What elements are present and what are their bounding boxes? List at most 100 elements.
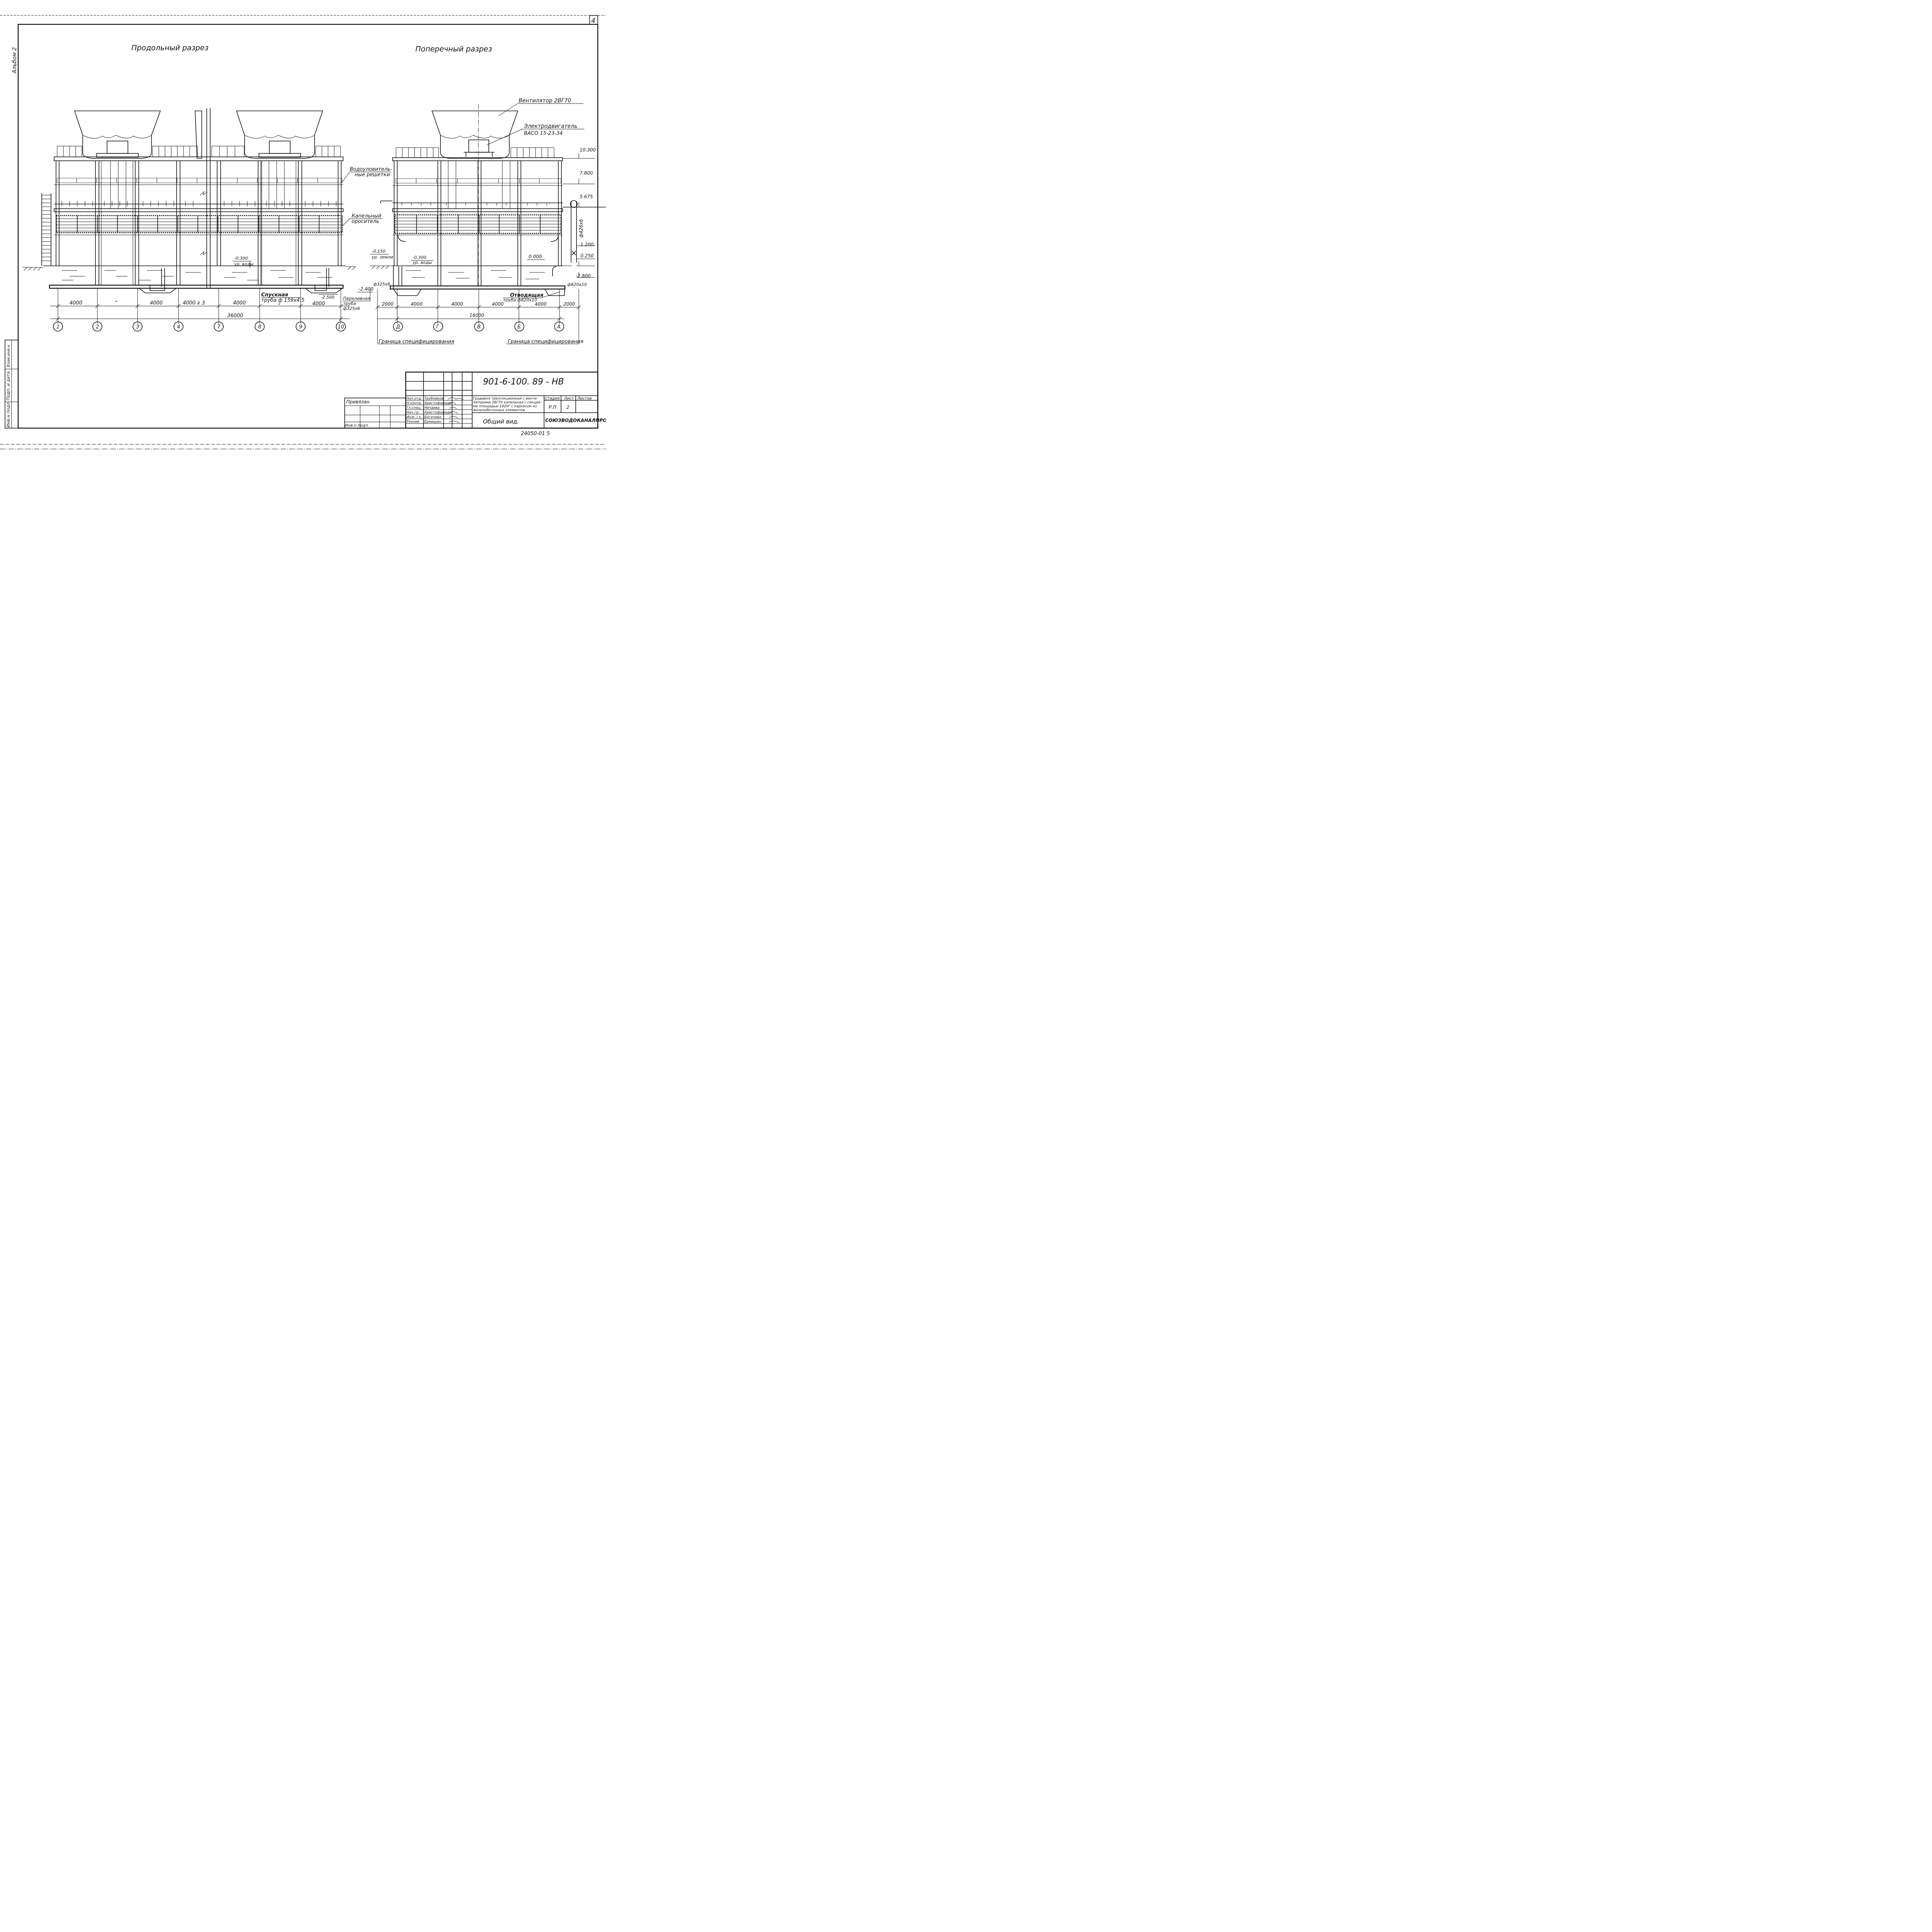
desc-1: Градирня трехсекционная с венти- bbox=[473, 397, 538, 401]
ground-transverse bbox=[370, 265, 572, 269]
elev-0250: 0.250 bbox=[580, 253, 594, 259]
overflow-pipe-line1: Переливная bbox=[343, 296, 370, 301]
dimension-chain-transverse: 2000 4000 4000 4000 4000 2000 16000 bbox=[375, 289, 581, 344]
t-span-1: 2000 bbox=[382, 301, 394, 307]
t-span-4: 4000 bbox=[492, 301, 504, 307]
fan-shroud-center bbox=[195, 111, 202, 159]
stamp-sign: Подп. и дата bbox=[6, 371, 11, 400]
level-2500: -2.500 bbox=[321, 295, 334, 300]
inv-label: Инв.н подл. bbox=[345, 423, 369, 428]
drift-eliminator-transverse bbox=[395, 178, 561, 184]
span-1: 4000 bbox=[70, 300, 82, 306]
name-5: Богачева bbox=[424, 415, 441, 419]
longitudinal-title: Продольный разрез bbox=[131, 44, 209, 52]
name-1: Трубников bbox=[424, 397, 444, 401]
title-block: 901-6-100. 89 - НВ Нач.отд. Н.контр. Гл.… bbox=[405, 371, 606, 429]
axis-4: 4 bbox=[177, 324, 180, 330]
longitudinal-section: Продольный разрез bbox=[22, 44, 392, 332]
deck-blocks bbox=[57, 146, 341, 157]
axis-V: В bbox=[477, 324, 481, 330]
water-level-value: -0.300 bbox=[234, 256, 248, 261]
span-2: " bbox=[115, 300, 117, 306]
break-line bbox=[200, 108, 211, 288]
transverse-title: Поперечный разрез bbox=[415, 45, 492, 53]
fan-shroud-left bbox=[74, 111, 161, 159]
transverse-section: Поперечный разрез bbox=[357, 45, 606, 345]
drain-pipe-line1: Спускная bbox=[261, 292, 288, 298]
frame-columns-transverse bbox=[394, 161, 562, 286]
outlet-diam: ф820х10 bbox=[567, 282, 587, 287]
spray-header-transverse bbox=[380, 201, 606, 207]
motor-label-1: Электродвигатель bbox=[524, 123, 577, 129]
name-3: Нечаева bbox=[424, 406, 440, 410]
outlet-pipe-1: Отводящая bbox=[510, 293, 543, 298]
axis-7: 7 bbox=[217, 324, 221, 330]
t-span-5: 4000 bbox=[535, 301, 547, 307]
motor-transverse bbox=[464, 139, 495, 157]
name-2: Христофориди bbox=[424, 401, 451, 405]
basin-water bbox=[62, 270, 332, 281]
motor-label-2: ВАСО 15-23-34 bbox=[524, 131, 563, 136]
external-stair bbox=[41, 193, 51, 266]
span-7: 4000 bbox=[312, 301, 325, 307]
t-span-6: 2000 bbox=[563, 301, 575, 307]
sheet-value: 2 bbox=[566, 405, 570, 410]
name-6: Ермишин bbox=[424, 420, 441, 424]
motor-left bbox=[96, 141, 139, 158]
motor-right bbox=[259, 141, 301, 158]
stamp-inv: Инв.н подл. bbox=[6, 401, 11, 427]
sheet-number: 4 bbox=[591, 17, 595, 25]
elev-0000: 0.000 bbox=[529, 254, 542, 259]
desc-4: железобетонных элементов bbox=[473, 408, 525, 412]
view-name: Общий вид. bbox=[483, 418, 519, 425]
drip-fill-transverse bbox=[394, 214, 562, 234]
callout-motor: Электродвигатель ВАСО 15-23-34 bbox=[486, 123, 584, 145]
dimension-chain: 4000 " 4000 4000 х 3 4000 " 4000 36000 bbox=[50, 288, 350, 324]
stage-value: Р.П bbox=[549, 405, 556, 410]
drift-eliminator-row bbox=[57, 178, 342, 183]
riser-pipe-label: ф426х6 bbox=[578, 219, 584, 238]
boundary-right: Граница специфицирования bbox=[508, 339, 583, 345]
callout-drift-line1: Водоуловитель- bbox=[350, 167, 392, 172]
span-3: 4000 bbox=[150, 300, 163, 306]
sheet-frame: 4 Альбом 2 bbox=[0, 15, 606, 449]
ground-line bbox=[22, 266, 356, 271]
role-5: Инж. I к. bbox=[406, 415, 422, 419]
outlet-pipe-2: труба ф820х10 bbox=[503, 298, 537, 303]
elev-2800: -2.800 bbox=[576, 273, 591, 279]
axis-bubbles: 1 2 3 4 7 8 9 10 bbox=[53, 321, 346, 332]
overflow-diam: ф325х6 bbox=[373, 282, 390, 287]
elev-2400: -2.400 bbox=[359, 286, 374, 292]
callout-fill-line2: ороситель bbox=[352, 219, 379, 224]
role-1: Нач.отд. bbox=[406, 397, 422, 401]
drain-pipe-line2: труба ф 159х4.5 bbox=[261, 298, 304, 303]
level-labels: -0.300 ур. воды -2.500 bbox=[233, 256, 338, 300]
drawing-sheet: 4 Альбом 2 Инв.н подл. Подп. и дата Взам… bbox=[0, 15, 606, 449]
callout-drift: Водоуловитель- ные решетки bbox=[342, 167, 392, 183]
sheet-header: Лист bbox=[564, 396, 575, 401]
archive-code: 24050-01 5 bbox=[521, 431, 550, 437]
span-6: " bbox=[278, 303, 281, 309]
role-6: Техник bbox=[406, 420, 420, 424]
frame-slabs bbox=[43, 156, 346, 289]
drip-fill-row bbox=[56, 215, 343, 233]
role-4: Нач.гр. bbox=[406, 411, 420, 415]
axis-B: Б bbox=[517, 324, 521, 330]
axis-G: Г bbox=[436, 324, 440, 330]
ground-value: -0.150 bbox=[372, 249, 385, 254]
left-stamp: Инв.н подл. Подп. и дата Взам.инв.н bbox=[5, 340, 19, 429]
overflow-pipe-line3: ф325х6 bbox=[343, 306, 360, 311]
elev-1200: 1.200 bbox=[580, 242, 594, 247]
callout-drift-line2: ные решетки bbox=[355, 172, 390, 178]
desc-3: ми площадью 192м² с каркасом из bbox=[473, 405, 537, 408]
level-labels-transverse: -0.150 ур. земли -0.300 ур. воды ф325х6 … bbox=[370, 249, 587, 303]
deck-blocks-transverse bbox=[396, 147, 554, 158]
t-span-2: 4000 bbox=[411, 301, 423, 307]
ground-label: ур. земли bbox=[371, 255, 393, 260]
axis-9: 9 bbox=[299, 324, 302, 330]
callout-fan: Вентилятор 2ВГ70 bbox=[498, 98, 583, 116]
water-label-t: ур. воды bbox=[412, 260, 432, 265]
stamp-replace: Взам.инв.н bbox=[7, 345, 11, 367]
fan-shroud-transverse bbox=[431, 104, 519, 286]
elev-10300: 10.300 bbox=[580, 147, 596, 153]
